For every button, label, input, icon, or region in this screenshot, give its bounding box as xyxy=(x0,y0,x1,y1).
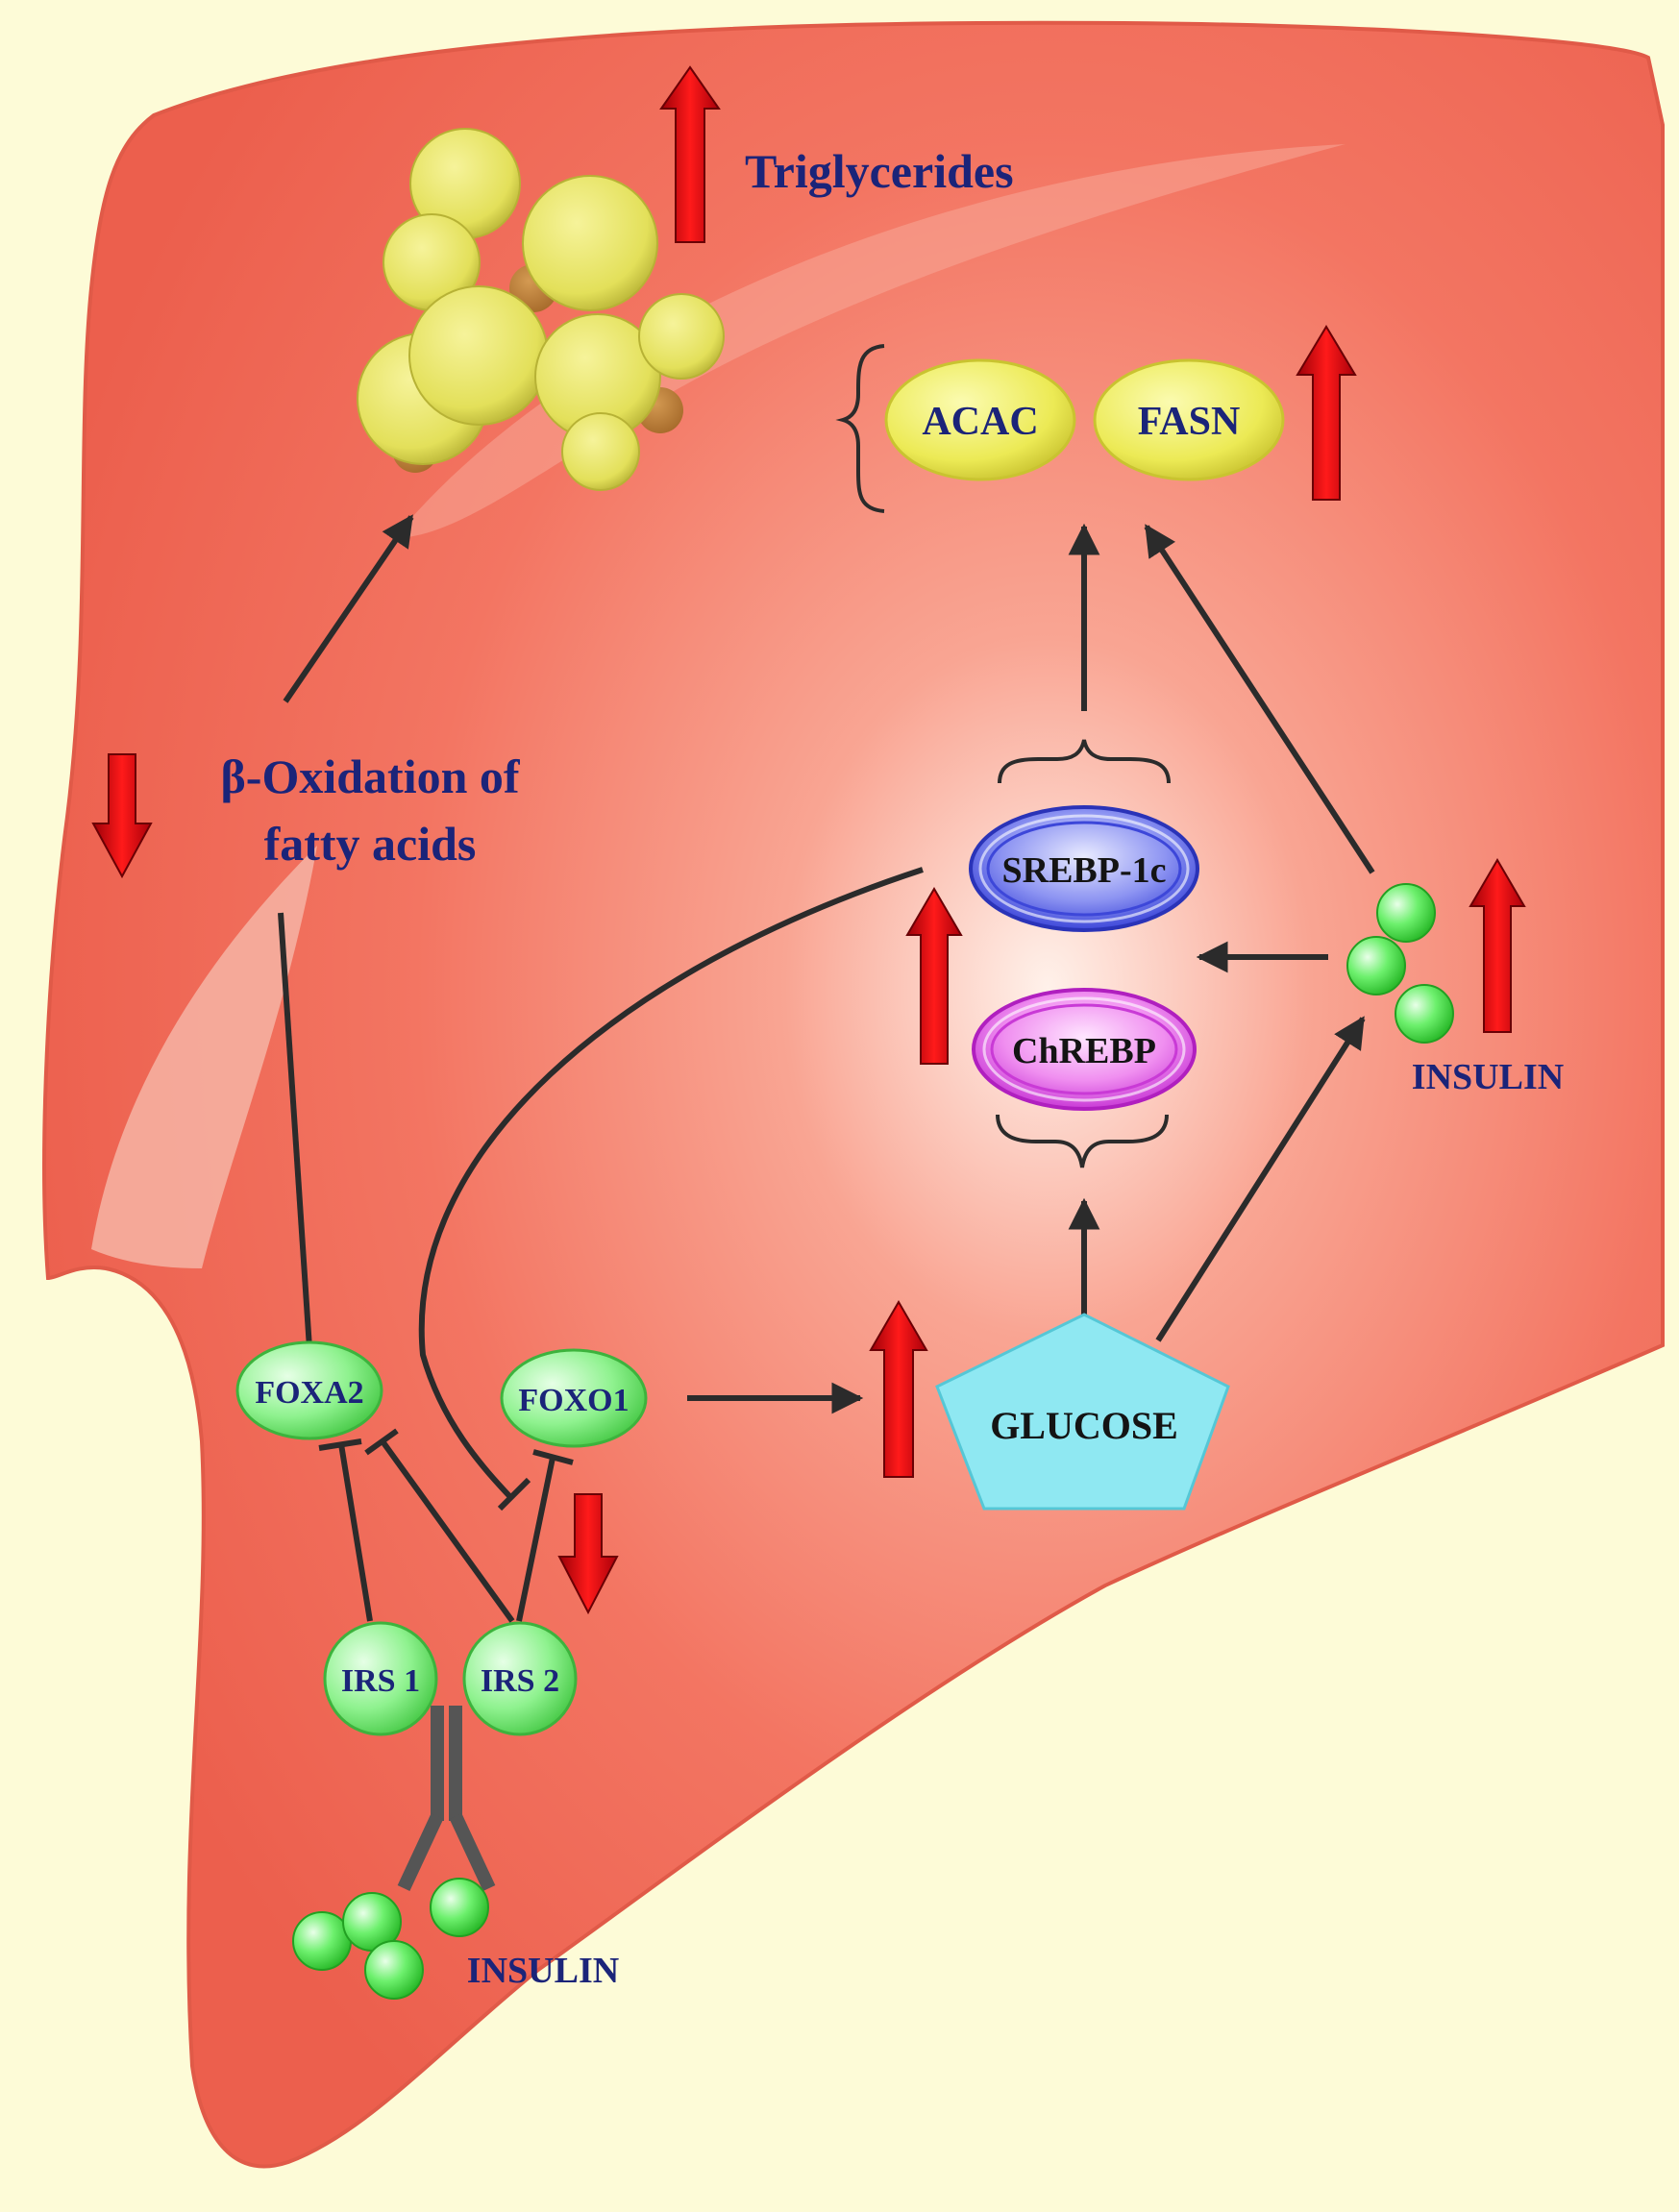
chrebp-group-brace xyxy=(996,1114,1169,1168)
insulin-particle xyxy=(364,1940,424,2000)
up-arrow-icon xyxy=(869,1300,928,1478)
irs1-node: IRS 1 xyxy=(323,1621,438,1736)
acac-node: ACAC xyxy=(884,358,1076,481)
beta-oxidation-label-line1: β-Oxidation of xyxy=(220,750,520,803)
insulin-particle xyxy=(1395,984,1454,1044)
inhibition-foxa2-beta-oxidation xyxy=(278,912,312,1349)
insulin-label-bottom: INSULIN xyxy=(467,1951,619,1991)
glucose-node: GLUCOSE xyxy=(935,1313,1230,1511)
lipid-droplet xyxy=(561,412,640,491)
lipid-droplet xyxy=(522,175,658,311)
foxa2-label: FOXA2 xyxy=(255,1375,363,1411)
up-arrow-icon xyxy=(905,887,963,1065)
liver-shape xyxy=(42,20,1665,2169)
foxa2-node: FOXA2 xyxy=(235,1340,383,1440)
down-arrow-icon xyxy=(91,753,153,879)
liver-lobe-fold xyxy=(91,846,317,1268)
inhibition-srebp-to-foxo1 xyxy=(418,867,924,1512)
up-arrow-icon xyxy=(659,65,721,243)
insulin-particle xyxy=(1346,936,1406,995)
up-arrow-icon xyxy=(1469,858,1526,1033)
chrebp-node: ChREBP xyxy=(972,988,1197,1111)
acac-label: ACAC xyxy=(922,400,1038,444)
beta-oxidation-label-line2: fatty acids xyxy=(264,817,477,871)
inhibition-irs2-to-foxa2 xyxy=(364,1428,515,1623)
insulin-label-right: INSULIN xyxy=(1412,1057,1564,1097)
down-arrow-icon xyxy=(557,1493,619,1615)
srebp-group-brace xyxy=(998,739,1171,784)
insulin-particle xyxy=(430,1878,489,1937)
arrow-beta-oxidation-to-triglycerides xyxy=(283,514,414,703)
lipid-droplet xyxy=(638,293,725,380)
foxo1-node: FOXO1 xyxy=(500,1348,648,1448)
irs2-label: IRS 2 xyxy=(481,1663,559,1699)
foxo1-label: FOXO1 xyxy=(518,1383,629,1418)
insulin-cluster-bottom xyxy=(292,1878,489,2000)
arrow-insulin-to-enzymes xyxy=(1144,524,1375,874)
inhibition-irs1-to-foxa2 xyxy=(318,1438,373,1622)
fasn-label: FASN xyxy=(1138,400,1241,444)
fasn-node: FASN xyxy=(1093,358,1285,481)
arrow-glucose-to-insulin xyxy=(1155,1016,1366,1342)
insulin-particle xyxy=(292,1911,352,1971)
insulin-cluster-right xyxy=(1346,883,1454,1044)
enzyme-group-brace xyxy=(835,344,885,513)
up-arrow-icon xyxy=(1296,325,1357,501)
srebp-1c-label: SREBP-1c xyxy=(1002,850,1167,891)
triglycerides-label: Triglycerides xyxy=(745,144,1014,198)
irs2-node: IRS 2 xyxy=(462,1621,578,1736)
irs1-label: IRS 1 xyxy=(341,1663,420,1699)
insulin-particle xyxy=(1376,883,1436,943)
srebp-1c-node: SREBP-1c xyxy=(969,805,1199,932)
chrebp-label: ChREBP xyxy=(1012,1031,1156,1071)
insulin-receptor xyxy=(397,1706,496,1891)
liver-upper-fold xyxy=(394,144,1346,538)
lipid-droplet-cluster xyxy=(357,128,725,491)
glucose-label: GLUCOSE xyxy=(990,1404,1178,1447)
inhibition-irs2-to-foxo1 xyxy=(516,1449,574,1622)
lipid-droplet xyxy=(408,285,549,426)
